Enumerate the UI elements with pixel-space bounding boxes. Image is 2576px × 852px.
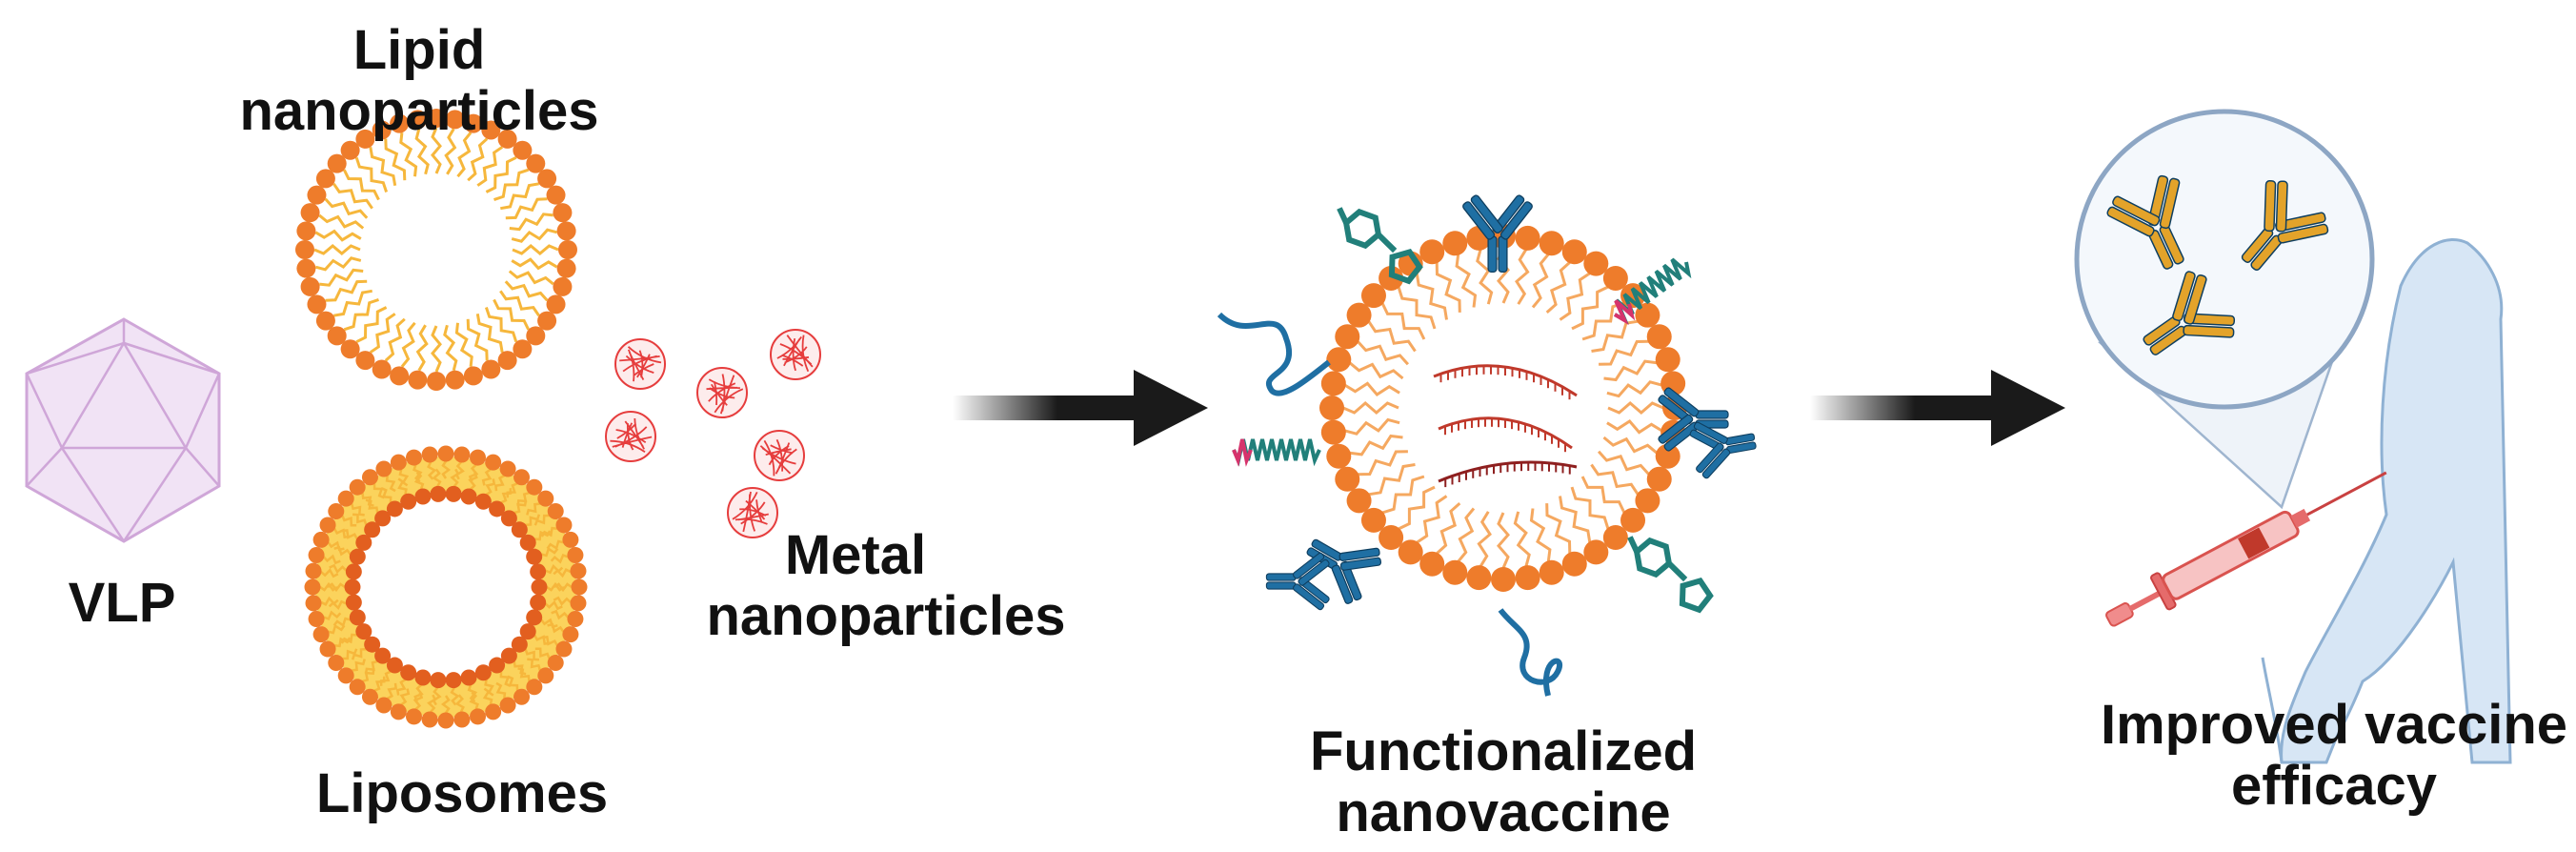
label-lipid-line2: nanoparticles [239,80,598,142]
label-improved-line2: efficacy [2231,755,2437,817]
liposome-icon [304,445,588,729]
label-metal-nanoparticles: Metal nanoparticles [706,524,1065,647]
process-arrow-1 [953,370,1208,446]
label-liposomes: Liposomes [316,762,608,824]
label-functionalized-line2: nanovaccine [1336,781,1670,843]
label-improved-vaccine-efficacy: Improved vaccine efficacy [2101,694,2567,817]
magnifier-icon [2074,109,2375,510]
label-metal-line1: Metal [785,524,926,586]
label-functionalized-nanovaccine: Functionalized nanovaccine [1310,720,1697,843]
label-improved-line1: Improved vaccine [2101,694,2567,756]
lipid-nanoparticle-icon [295,109,577,391]
label-functionalized-line1: Functionalized [1310,720,1697,782]
label-lipid-line1: Lipid [353,19,486,81]
nanovaccine-icon [1217,194,1757,697]
label-metal-line2: nanoparticles [706,585,1065,647]
vlp-icosahedron-icon [25,317,221,543]
arm-icon [2261,238,2512,764]
syringe-icon [2105,471,2387,627]
label-vlp: VLP [69,572,176,634]
process-arrow-2 [1810,370,2065,446]
metal-nanoparticles-icon [605,329,821,538]
label-lipid-nanoparticles: Lipid nanoparticles [239,19,598,142]
